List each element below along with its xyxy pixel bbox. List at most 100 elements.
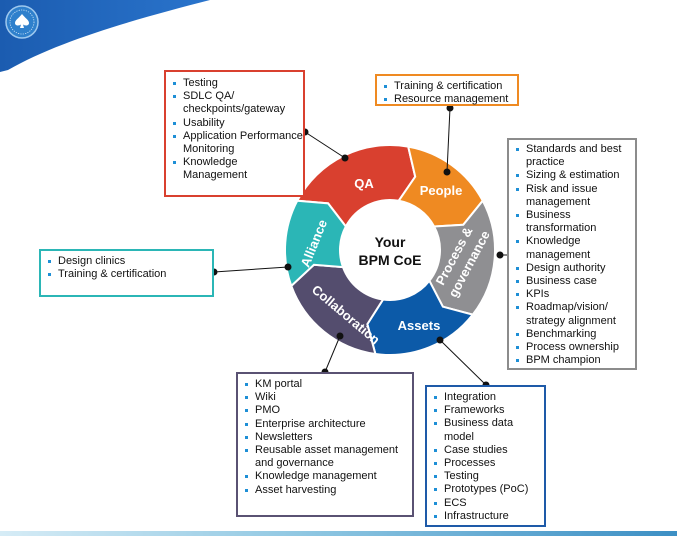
list-item-text: Knowledge Management (183, 156, 248, 182)
list-item-text: Sizing & estimation (526, 169, 620, 182)
list-item-text: Standards and best practice (526, 143, 622, 169)
list-item-text: Business case (526, 275, 597, 288)
list-item: Enterprise architecture (244, 418, 412, 431)
list-item-text: ECS (444, 496, 467, 509)
list-item: Frameworks (433, 404, 544, 417)
list-item-text: Training & certification (58, 268, 167, 281)
list-item-text: Reusable asset management and governance (255, 444, 399, 470)
list-item: KM portal (244, 378, 412, 391)
list-item-text: Business transformation (526, 209, 597, 235)
list-item: Knowledge management (515, 235, 635, 261)
bullet-icon (384, 98, 387, 102)
list-item-text: Application Performance Monitoring (183, 129, 303, 156)
list-item-text: Risk and issue management (526, 182, 598, 208)
list-item: PMO (244, 404, 412, 417)
bullet-icon (516, 346, 519, 350)
list-item: Usability (172, 117, 303, 130)
list-item-text: Newsletters (255, 430, 313, 443)
bullet-icon (173, 95, 176, 99)
bullet-icon (173, 161, 176, 165)
header-banner (0, 0, 210, 72)
list-item-text: Benchmarking (526, 327, 597, 340)
connector-qa (304, 131, 346, 159)
bullet-icon (384, 85, 387, 88)
list-item: Newsletters (244, 431, 412, 444)
list-item-text: Design clinics (58, 255, 126, 267)
bullet-icon (434, 488, 437, 492)
bullet-icon (516, 280, 519, 284)
list-item-text: Testing (183, 77, 218, 89)
list-item: Testing (172, 77, 303, 90)
list-item: Testing (433, 470, 544, 483)
list-item-text: Testing (444, 470, 479, 483)
list-item-text: Frameworks (444, 404, 505, 417)
list-item: Benchmarking (515, 328, 635, 341)
list-item: Resource management (383, 93, 517, 106)
list-item-text: KM portal (255, 378, 303, 390)
bullet-icon (516, 293, 519, 297)
list-item: Business transformation (515, 209, 635, 235)
footer-bar (0, 531, 677, 536)
bullet-icon (245, 435, 248, 439)
list-item: Sizing & estimation (515, 169, 635, 182)
list-item: Business data model (433, 417, 544, 443)
list-item: Asset harvesting (244, 484, 412, 497)
bullet-icon (48, 273, 51, 277)
list-item: Business case (515, 275, 635, 288)
connector-alliance (213, 266, 289, 273)
list-item: Roadmap/vision/ strategy alignment (515, 301, 635, 327)
list-item-text: Prototypes (PoC) (444, 483, 529, 496)
list-item-text: Integration (444, 391, 496, 403)
list-item-text: Design authority (526, 261, 606, 274)
bullet-icon (245, 475, 248, 479)
segment-people (396, 145, 484, 228)
list-item: Design clinics (47, 255, 212, 268)
bullet-icon (173, 121, 176, 125)
bullet-icon (48, 260, 51, 263)
list-item-text: Training & certification (394, 80, 503, 92)
list-item: Integration (433, 391, 544, 404)
bullet-icon (434, 462, 437, 466)
list-item-text: Infrastructure (444, 509, 509, 522)
bullet-icon (516, 332, 519, 336)
list-item: Wiki (244, 391, 412, 404)
list-item: KPIs (515, 288, 635, 301)
list-item-text: Usability (183, 116, 225, 129)
list-item-text: PMO (255, 404, 281, 417)
list-item: Case studies (433, 444, 544, 457)
list-item-text: Resource management (394, 93, 509, 106)
list-item-text: Processes (444, 457, 496, 470)
list-item-text: BPM champion (526, 354, 601, 367)
list-item: Risk and issue management (515, 183, 635, 209)
bullet-icon (516, 148, 519, 151)
list-item: BPM champion (515, 354, 635, 367)
spade-icon (15, 14, 29, 28)
list-item-text: Knowledge management (526, 235, 591, 261)
connector-assets (439, 339, 487, 386)
bullet-icon (434, 409, 437, 413)
list-item: Process ownership (515, 341, 635, 354)
list-item: Prototypes (PoC) (433, 483, 544, 496)
bullet-icon (434, 514, 437, 518)
center-label-line2: BPM CoE (359, 252, 422, 268)
list-item-text: Knowledge management (255, 470, 377, 483)
bullet-icon (245, 409, 248, 413)
bullet-icon (434, 501, 437, 505)
bullet-icon (245, 422, 248, 426)
list-item-text: Business data model (444, 417, 514, 443)
bullet-icon (516, 187, 519, 191)
list-item-text: Wiki (255, 391, 276, 404)
logo (5, 5, 39, 39)
bullet-icon (434, 422, 437, 426)
bullet-icon (516, 174, 519, 178)
list-item: Knowledge Management (172, 156, 303, 182)
bullet-icon (173, 82, 176, 85)
list-item: Reusable asset management and governance (244, 444, 412, 470)
bullet-icon (434, 396, 437, 399)
bullet-icon (516, 214, 519, 218)
